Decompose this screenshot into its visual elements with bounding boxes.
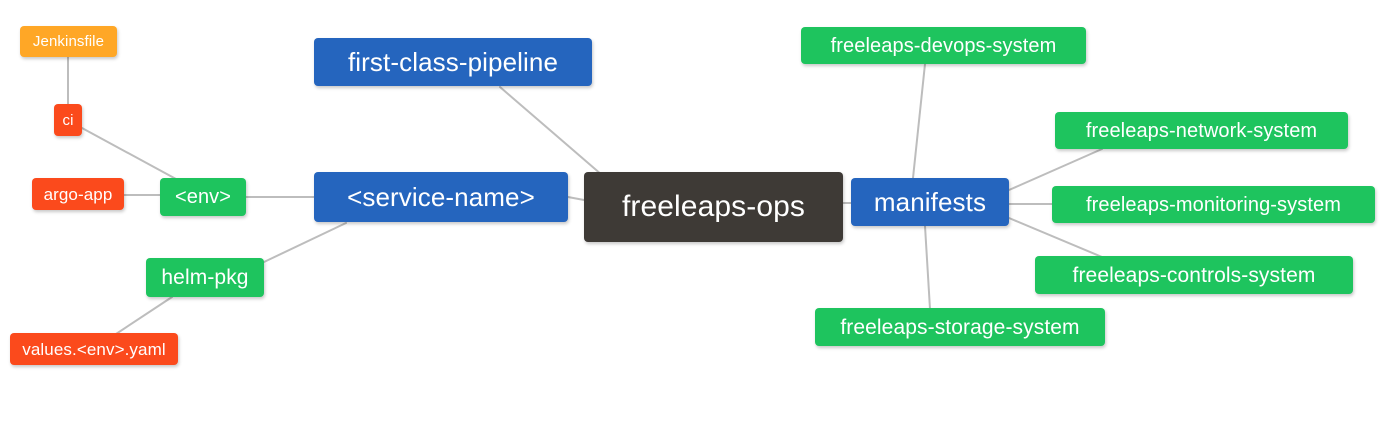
edge-helm-pkg-values — [115, 296, 173, 335]
edge-ops-service-name — [567, 196, 585, 201]
node-ci[interactable]: ci — [54, 104, 82, 136]
node-label: values.<env>.yaml — [22, 339, 166, 359]
node-freeleaps-devops-system[interactable]: freeleaps-devops-system — [801, 27, 1086, 64]
edge-ops-first-class-pipeline — [499, 86, 603, 176]
node-freeleaps-monitoring-system[interactable]: freeleaps-monitoring-system — [1052, 186, 1375, 223]
node-label: ci — [62, 111, 74, 129]
node-helm-pkg[interactable]: helm-pkg — [146, 258, 264, 297]
node-label: freeleaps-network-system — [1085, 119, 1318, 142]
node-label: Jenkinsfile — [32, 33, 105, 50]
node-values-env-yaml[interactable]: values.<env>.yaml — [10, 333, 178, 365]
node-argo-app[interactable]: argo-app — [32, 178, 124, 210]
node-label: manifests — [873, 187, 987, 217]
node-label: freeleaps-storage-system — [840, 315, 1080, 339]
node-freeleaps-ops[interactable]: freeleaps-ops — [584, 172, 843, 242]
node-env[interactable]: <env> — [160, 178, 246, 216]
node-freeleaps-network-system[interactable]: freeleaps-network-system — [1055, 112, 1348, 149]
node-manifests[interactable]: manifests — [851, 178, 1009, 226]
node-label: <env> — [174, 186, 232, 208]
node-label: first-class-pipeline — [347, 47, 559, 77]
edge-env-ci — [81, 127, 177, 180]
node-label: freeleaps-devops-system — [830, 34, 1057, 57]
node-first-class-pipeline[interactable]: first-class-pipeline — [314, 38, 592, 86]
edge-manifests-devops — [912, 63, 926, 179]
node-label: freeleaps-controls-system — [1072, 263, 1316, 287]
node-label: argo-app — [43, 184, 113, 204]
node-label: freeleaps-ops — [621, 190, 806, 223]
edge-manifests-storage — [924, 225, 931, 310]
node-jenkinsfile[interactable]: Jenkinsfile — [20, 26, 117, 57]
edge-service-name-helm-pkg — [263, 222, 347, 263]
node-freeleaps-storage-system[interactable]: freeleaps-storage-system — [815, 308, 1105, 346]
node-freeleaps-controls-system[interactable]: freeleaps-controls-system — [1035, 256, 1353, 294]
node-label: <service-name> — [347, 182, 535, 212]
node-label: helm-pkg — [161, 266, 249, 289]
node-service-name[interactable]: <service-name> — [314, 172, 568, 222]
node-label: freeleaps-monitoring-system — [1085, 193, 1341, 216]
edge-manifests-network — [1008, 148, 1103, 191]
edge-manifests-controls — [1008, 217, 1103, 258]
